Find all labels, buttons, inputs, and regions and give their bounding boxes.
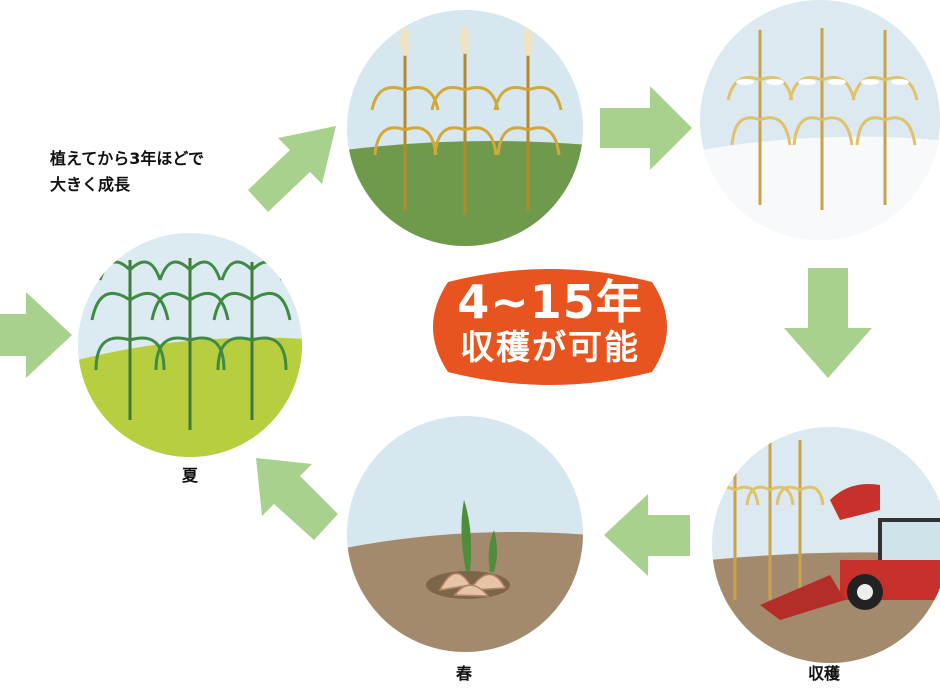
badge-line2: 収穫が可能 <box>460 328 640 368</box>
arrow-summer-to-autumn <box>248 126 336 212</box>
growth-note-line2: 大きく成長 <box>50 175 131 194</box>
arrow-autumn-to-winter <box>600 86 692 170</box>
label-spring: 春 <box>456 664 473 683</box>
harvest-scene <box>712 427 940 663</box>
summer-scene <box>78 233 302 457</box>
harvest-period-badge <box>433 269 667 385</box>
arrow-winter-to-harvest <box>784 268 872 378</box>
arrow-left-entry <box>0 292 72 378</box>
growth-note-line1: 植えてから3年ほどで <box>50 149 205 168</box>
growth-note: 植えてから3年ほどで 大きく成長 <box>50 146 204 198</box>
winter-scene <box>700 0 940 240</box>
arrow-harvest-to-spring <box>604 494 690 576</box>
badge-text: 4~15年 収穫が可能 <box>420 276 680 368</box>
cycle-arrows <box>0 86 872 576</box>
autumn-scene <box>347 10 583 246</box>
badge-shape <box>433 269 667 385</box>
label-summer: 夏 <box>182 466 199 485</box>
spring-scene <box>347 416 583 652</box>
label-harvest: 収穫 <box>808 664 841 683</box>
badge-line1: 4~15年 <box>457 275 643 329</box>
arrow-spring-to-summer <box>256 458 338 540</box>
